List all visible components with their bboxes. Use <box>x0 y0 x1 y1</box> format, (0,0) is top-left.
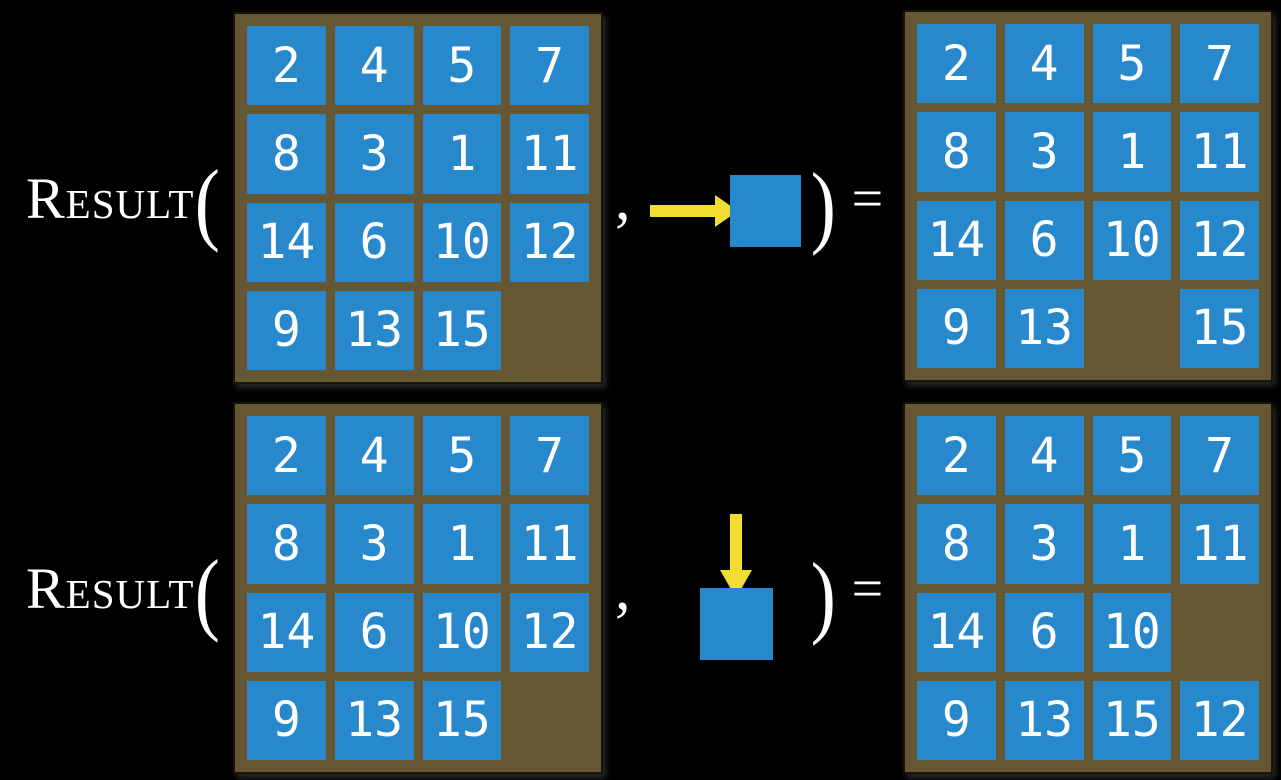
puzzle-tile-15: 15 <box>422 290 502 370</box>
move-tile <box>730 175 801 247</box>
close-paren: ) <box>810 154 836 256</box>
puzzle-tile-6: 6 <box>1004 592 1084 672</box>
puzzle-tile-7: 7 <box>1180 24 1259 104</box>
puzzle-tile-11: 11 <box>510 504 589 584</box>
puzzle-empty-cell <box>1180 593 1259 672</box>
close-group-row1: ) = <box>810 159 884 251</box>
puzzle-empty-cell <box>1093 289 1172 368</box>
puzzle-tile-11: 11 <box>1180 112 1259 192</box>
puzzle-tile-1: 1 <box>1092 504 1172 584</box>
puzzle-tile-4: 4 <box>1004 416 1084 496</box>
puzzle-tile-13: 13 <box>334 680 414 760</box>
comma: , <box>615 555 631 623</box>
puzzle-tile-3: 3 <box>1004 504 1084 584</box>
puzzle-tile-5: 5 <box>1092 24 1172 104</box>
puzzle-tile-5: 5 <box>422 416 502 496</box>
puzzle-tile-9: 9 <box>917 680 996 760</box>
puzzle-tile-6: 6 <box>334 592 414 672</box>
puzzle-tile-2: 2 <box>917 24 996 104</box>
puzzle-tile-10: 10 <box>1092 592 1172 672</box>
puzzle-tile-14: 14 <box>247 202 326 282</box>
puzzle-tile-1: 1 <box>1092 112 1172 192</box>
puzzle-tile-14: 14 <box>917 200 996 280</box>
puzzle-tile-1: 1 <box>422 114 502 194</box>
arrow-right-icon <box>650 195 738 227</box>
puzzle-tile-14: 14 <box>917 592 996 672</box>
puzzle-tile-2: 2 <box>247 416 326 496</box>
puzzle-tile-9: 9 <box>247 290 326 370</box>
puzzle-tile-12: 12 <box>510 592 589 672</box>
puzzle-tile-10: 10 <box>1092 200 1172 280</box>
puzzle-tile-8: 8 <box>917 112 996 192</box>
comma: , <box>615 165 631 233</box>
puzzle-tile-4: 4 <box>334 416 414 496</box>
function-name: Result <box>26 556 195 621</box>
puzzle-tile-6: 6 <box>1004 200 1084 280</box>
function-name: Result <box>26 166 195 231</box>
equals-sign: = <box>851 168 884 230</box>
close-group-row2: ) = <box>810 549 884 641</box>
puzzle-tile-15: 15 <box>422 680 502 760</box>
puzzle-tile-6: 6 <box>334 202 414 282</box>
puzzle-tile-15: 15 <box>1092 680 1172 760</box>
puzzle-tile-3: 3 <box>334 114 414 194</box>
puzzle-tile-8: 8 <box>247 504 326 584</box>
open-paren: ( <box>195 541 221 643</box>
puzzle-tile-2: 2 <box>917 416 996 496</box>
function-label-row1: Result( <box>26 156 223 248</box>
puzzle-tile-9: 9 <box>917 288 996 368</box>
puzzle-tile-15: 15 <box>1180 288 1259 368</box>
puzzle-tile-4: 4 <box>334 26 414 106</box>
move-tile <box>700 588 773 660</box>
puzzle-tile-3: 3 <box>334 504 414 584</box>
puzzle-tile-14: 14 <box>247 592 326 672</box>
puzzle-tile-7: 7 <box>510 26 589 106</box>
puzzle-empty-cell <box>510 681 589 760</box>
puzzle-tile-13: 13 <box>1004 680 1084 760</box>
puzzle-empty-cell <box>510 291 589 370</box>
close-paren: ) <box>810 544 836 646</box>
puzzle-tile-11: 11 <box>510 114 589 194</box>
puzzle-tile-13: 13 <box>334 290 414 370</box>
puzzle-tile-5: 5 <box>1092 416 1172 496</box>
puzzle-tile-12: 12 <box>1180 680 1259 760</box>
puzzle-tile-13: 13 <box>1004 288 1084 368</box>
puzzle-tile-12: 12 <box>510 202 589 282</box>
puzzle-tile-2: 2 <box>247 26 326 106</box>
puzzle-tile-4: 4 <box>1004 24 1084 104</box>
puzzle-tile-12: 12 <box>1180 200 1259 280</box>
puzzle-tile-8: 8 <box>917 504 996 584</box>
puzzle-tile-7: 7 <box>510 416 589 496</box>
puzzle-tile-7: 7 <box>1180 416 1259 496</box>
function-label-row2: Result( <box>26 546 223 638</box>
puzzle-tile-11: 11 <box>1180 504 1259 584</box>
puzzle-tile-10: 10 <box>422 202 502 282</box>
puzzle-tile-5: 5 <box>422 26 502 106</box>
equals-sign: = <box>851 558 884 620</box>
open-paren: ( <box>195 151 221 253</box>
puzzle-tile-1: 1 <box>422 504 502 584</box>
arrow-down-icon <box>720 514 752 598</box>
puzzle-tile-8: 8 <box>247 114 326 194</box>
puzzle-tile-3: 3 <box>1004 112 1084 192</box>
puzzle-tile-9: 9 <box>247 680 326 760</box>
puzzle-tile-10: 10 <box>422 592 502 672</box>
